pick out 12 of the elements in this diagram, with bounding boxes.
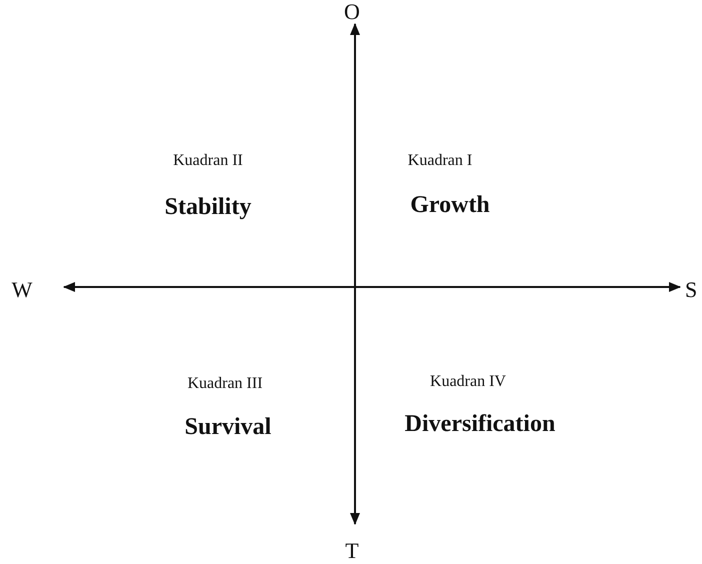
strategy-label: Stability [164,195,252,219]
quadrant-label: Kuadran I [408,153,472,169]
quadrant-label: Kuadran II [173,153,243,169]
strategy-label: Survival [184,415,272,439]
strategy-label: Diversification [404,412,556,436]
axis-label: T [345,540,359,562]
quadrant-label: Kuadran IV [430,374,506,390]
quadrant-label: Kuadran III [187,376,263,392]
axis-label: S [685,279,698,301]
axis-label: W [12,279,32,301]
strategy-label: Growth [410,193,490,217]
axis-label: O [344,1,360,23]
